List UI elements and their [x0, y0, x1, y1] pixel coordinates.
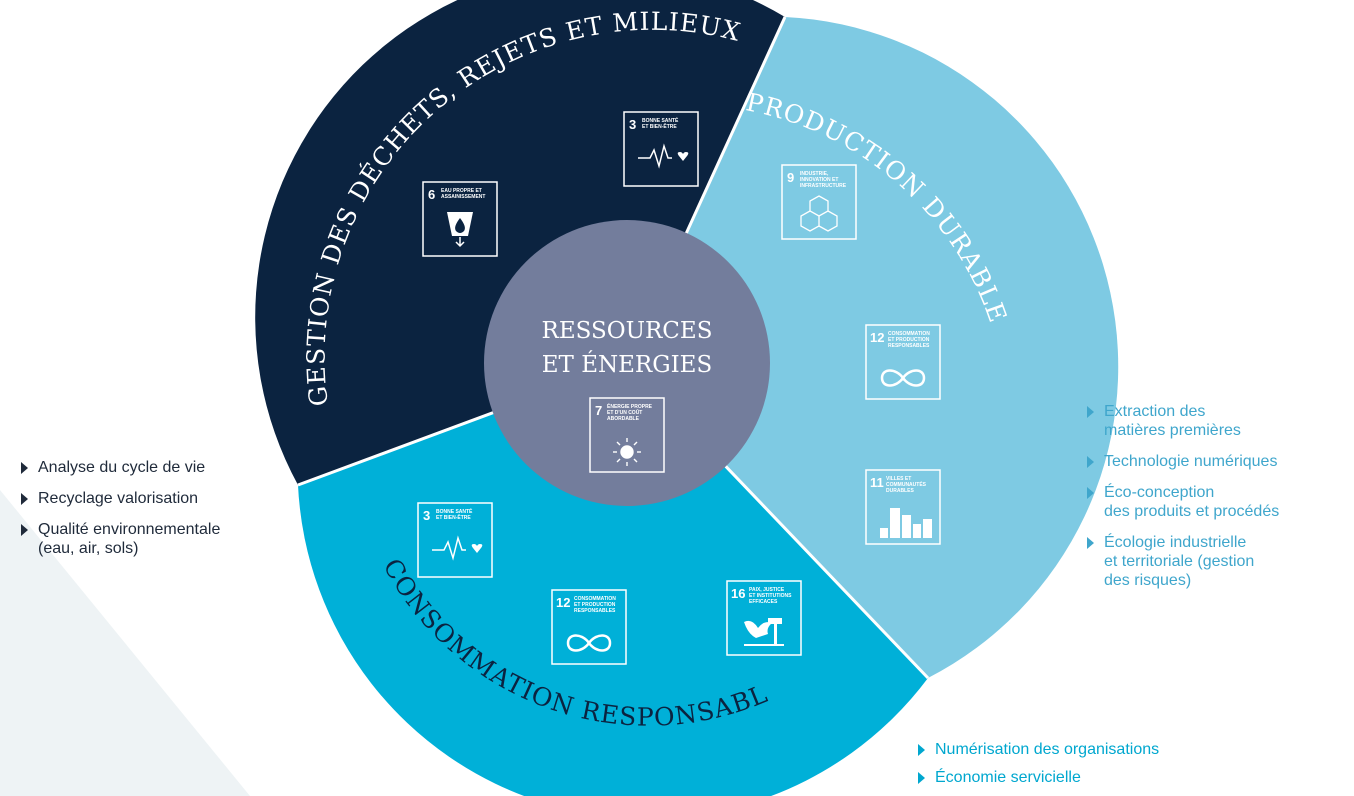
svg-text:RESPONSABLES: RESPONSABLES [888, 343, 930, 349]
svg-text:ET D'UN COÛT: ET D'UN COÛT [607, 409, 642, 416]
list-item: Technologie numériques [1081, 452, 1279, 471]
sdg-number: 16 [731, 586, 745, 601]
sdg-tile-3-top: 3 BONNE SANTÉ ET BIEN-ÊTRE [623, 111, 699, 187]
sdg-tile-6: 6 EAU PROPRE ET ASSAINISSEMENT [422, 181, 498, 257]
svg-text:INNOVATION ET: INNOVATION ET [800, 177, 838, 183]
sdg-tile-9: 9 INDUSTRIE, INNOVATION ET INFRASTRUCTUR… [781, 164, 857, 240]
sun-icon [613, 438, 641, 466]
segment-gestion-dechets [255, 0, 785, 485]
sdg-tile-3-bottom: 3 BONNE SANTÉ ET BIEN-ÊTRE [417, 502, 493, 578]
segment-production-durable [627, 17, 1119, 678]
svg-text:ASSAINISSEMENT: ASSAINISSEMENT [441, 194, 485, 200]
heartbeat-icon [432, 535, 483, 561]
sdg-tile-11: 11 VILLES ET COMMUNAUTÉS DURABLES [865, 469, 941, 545]
svg-text:EFFICACES: EFFICACES [749, 599, 778, 605]
svg-text:VILLES ET: VILLES ET [886, 476, 911, 482]
svg-text:ET BIEN-ÊTRE: ET BIEN-ÊTRE [436, 513, 471, 521]
sdg-number: 12 [556, 595, 570, 610]
svg-text:PAIX, JUSTICE: PAIX, JUSTICE [749, 587, 785, 593]
svg-text:COMMUNAUTÉS: COMMUNAUTÉS [886, 480, 927, 488]
list-item: Recyclage valorisation [15, 489, 220, 508]
svg-text:EAU PROPRE ET: EAU PROPRE ET [441, 188, 482, 194]
sdg-number: 3 [629, 117, 636, 132]
cubes-icon [800, 195, 838, 232]
center-circle [484, 220, 770, 506]
svg-text:BONNE SANTÉ: BONNE SANTÉ [436, 507, 473, 515]
svg-text:BONNE SANTÉ: BONNE SANTÉ [642, 116, 679, 124]
dove-icon [744, 618, 784, 646]
infinity-icon [880, 369, 926, 387]
svg-text:CONSOMMATION: CONSOMMATION [888, 331, 930, 337]
city-icon [880, 508, 932, 538]
infinity-icon [566, 634, 612, 652]
list-item: Éco-conception des produits et procédés [1081, 483, 1279, 521]
svg-text:ÉNERGIE PROPRE: ÉNERGIE PROPRE [607, 402, 653, 410]
sdg-number: 6 [428, 187, 435, 202]
list-item: Analyse du cycle de vie [15, 458, 220, 477]
sdg-number: 9 [787, 170, 794, 185]
list-item: Extraction des matières premières [1081, 402, 1279, 440]
water-drop-icon [447, 212, 473, 248]
sdg-tile-7: 7 ÉNERGIE PROPRE ET D'UN COÛT ABORDABLE [589, 397, 665, 473]
sdg-number: 7 [595, 403, 602, 418]
list-item: Écologie industrielle et territoriale (g… [1081, 533, 1279, 590]
list-item: Économie servicielle [912, 768, 1159, 787]
svg-text:ET BIEN-ÊTRE: ET BIEN-ÊTRE [642, 122, 677, 130]
list-left: Analyse du cycle de vie Recyclage valori… [15, 458, 220, 567]
svg-text:ET INSTITUTIONS: ET INSTITUTIONS [749, 593, 792, 599]
svg-text:DURABLES: DURABLES [886, 488, 914, 494]
svg-text:INFRASTRUCTURE: INFRASTRUCTURE [800, 183, 847, 189]
list-item: Numérisation des organisations [912, 740, 1159, 759]
sdg-number: 3 [423, 508, 430, 523]
svg-text:RESPONSABLES: RESPONSABLES [574, 608, 616, 614]
svg-text:ET PRODUCTION: ET PRODUCTION [888, 337, 930, 343]
heartbeat-icon [638, 143, 689, 169]
list-right: Extraction des matières premières Techno… [1081, 402, 1279, 602]
sdg-tile-12-bottom: 12 CONSOMMATION ET PRODUCTION RESPONSABL… [551, 589, 627, 665]
sdg-tile-12-right: 12 CONSOMMATION ET PRODUCTION RESPONSABL… [865, 324, 941, 400]
sdg-tile-16: 16 PAIX, JUSTICE ET INSTITUTIONS EFFICAC… [726, 580, 802, 656]
list-bottom: Numérisation des organisations Économie … [912, 740, 1159, 796]
segment-consommation-responsable [298, 363, 928, 796]
svg-text:INDUSTRIE,: INDUSTRIE, [800, 171, 829, 177]
svg-text:ABORDABLE: ABORDABLE [607, 416, 640, 422]
sdg-number: 12 [870, 330, 884, 345]
svg-text:ET PRODUCTION: ET PRODUCTION [574, 602, 616, 608]
svg-text:CONSOMMATION: CONSOMMATION [574, 596, 616, 602]
list-item: Qualité environnementale (eau, air, sols… [15, 520, 220, 558]
sdg-number: 11 [870, 475, 884, 490]
center-title-line1: RESSOURCES [542, 318, 713, 344]
center-title-line2: ET ÉNERGIES [542, 351, 712, 378]
